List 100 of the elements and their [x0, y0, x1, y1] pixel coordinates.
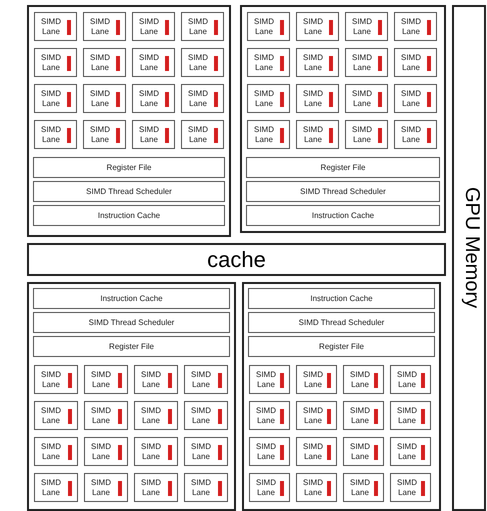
unit-bar [248, 288, 435, 309]
simd-lane-box [84, 401, 128, 430]
simd-lane-box [390, 365, 431, 394]
unit-label: Instruction Cache [312, 211, 374, 220]
simd-lane-box [296, 12, 339, 41]
simd-lane-box [296, 401, 337, 430]
simd-lane-box [134, 401, 178, 430]
unit-bar [33, 205, 225, 226]
lane-label: SIMD Lane [89, 125, 111, 145]
simd-lane-box [132, 120, 175, 149]
simd-lane-box [134, 437, 178, 466]
lane-label: SIMD Lane [140, 370, 162, 390]
simd-lane-box [34, 401, 78, 430]
unit-bar [33, 181, 225, 202]
simd-lane-box [345, 48, 388, 77]
lane-label: SIMD Lane [140, 406, 162, 426]
lane-label: SIMD Lane [400, 89, 422, 109]
unit-bar [33, 312, 230, 333]
lane-label: SIMD Lane [253, 53, 275, 73]
unit-label: Instruction Cache [98, 211, 160, 220]
multiprocessor-box [240, 5, 446, 233]
simd-lane-box [296, 48, 339, 77]
lane-label: SIMD Lane [90, 478, 112, 498]
unit-bar [248, 336, 435, 357]
lane-label: SIMD Lane [40, 478, 62, 498]
lane-label: SIMD Lane [349, 406, 371, 426]
lane-label: SIMD Lane [400, 125, 422, 145]
lane-label: SIMD Lane [396, 406, 418, 426]
simd-lane-box [296, 120, 339, 149]
lane-label: SIMD Lane [302, 89, 324, 109]
simd-lane-box [34, 437, 78, 466]
simd-lane-box [394, 120, 437, 149]
simd-lane-box [296, 437, 337, 466]
lane-label: SIMD Lane [351, 125, 373, 145]
unit-label: Instruction Cache [100, 294, 163, 303]
simd-lane-box [247, 120, 290, 149]
simd-lane-box [390, 473, 431, 502]
lane-label: SIMD Lane [40, 89, 62, 109]
lane-label: SIMD Lane [190, 406, 212, 426]
simd-lane-box [394, 48, 437, 77]
simd-lane-box [181, 84, 224, 113]
lane-label: SIMD Lane [255, 478, 277, 498]
simd-lane-box [184, 401, 228, 430]
lane-label: SIMD Lane [90, 370, 112, 390]
simd-lane-box [345, 12, 388, 41]
lane-label: SIMD Lane [190, 442, 212, 462]
simd-lane-box [34, 12, 77, 41]
unit-label: Register File [106, 163, 152, 172]
simd-lane-box [83, 12, 126, 41]
lane-label: SIMD Lane [90, 406, 112, 426]
lane-label: SIMD Lane [302, 478, 324, 498]
cache-band [27, 243, 446, 276]
lane-label: SIMD Lane [349, 478, 371, 498]
unit-bar [33, 157, 225, 178]
unit-bar [33, 288, 230, 309]
lane-label: SIMD Lane [187, 125, 209, 145]
multiprocessor-box [27, 282, 236, 511]
simd-lane-box [184, 437, 228, 466]
simd-lane-box [296, 365, 337, 394]
simd-lane-box [34, 84, 77, 113]
simd-lane-box [247, 48, 290, 77]
simd-lane-box [181, 120, 224, 149]
lane-label: SIMD Lane [40, 17, 62, 37]
unit-label: SIMD Thread Scheduler [88, 318, 174, 327]
lane-label: SIMD Lane [187, 89, 209, 109]
lane-label: SIMD Lane [351, 89, 373, 109]
lane-label: SIMD Lane [255, 442, 277, 462]
simd-lane-box [343, 473, 384, 502]
unit-bar [248, 312, 435, 333]
simd-lane-box [249, 437, 290, 466]
lane-label: SIMD Lane [396, 478, 418, 498]
lane-label: SIMD Lane [187, 17, 209, 37]
lane-label: SIMD Lane [302, 125, 324, 145]
lane-label: SIMD Lane [40, 406, 62, 426]
lane-label: SIMD Lane [351, 17, 373, 37]
lane-label: SIMD Lane [349, 442, 371, 462]
lane-label: SIMD Lane [302, 406, 324, 426]
simd-lane-box [390, 437, 431, 466]
lane-label: SIMD Lane [351, 53, 373, 73]
simd-lane-box [394, 12, 437, 41]
multiprocessor-box [27, 5, 231, 237]
lane-label: SIMD Lane [90, 442, 112, 462]
lane-label: SIMD Lane [302, 442, 324, 462]
lane-label: SIMD Lane [89, 17, 111, 37]
band-label: GPU Memory [460, 187, 483, 308]
unit-label: SIMD Thread Scheduler [86, 187, 172, 196]
simd-lane-box [132, 12, 175, 41]
simd-lane-box [296, 473, 337, 502]
simd-lane-box [84, 473, 128, 502]
lane-label: SIMD Lane [40, 442, 62, 462]
simd-lane-box [181, 48, 224, 77]
simd-lane-box [34, 120, 77, 149]
lane-label: SIMD Lane [253, 17, 275, 37]
lane-label: SIMD Lane [40, 125, 62, 145]
simd-lane-box [84, 437, 128, 466]
lane-label: SIMD Lane [138, 17, 160, 37]
lane-label: SIMD Lane [253, 89, 275, 109]
simd-lane-box [34, 473, 78, 502]
multiprocessor-box [242, 282, 441, 511]
simd-lane-box [249, 401, 290, 430]
